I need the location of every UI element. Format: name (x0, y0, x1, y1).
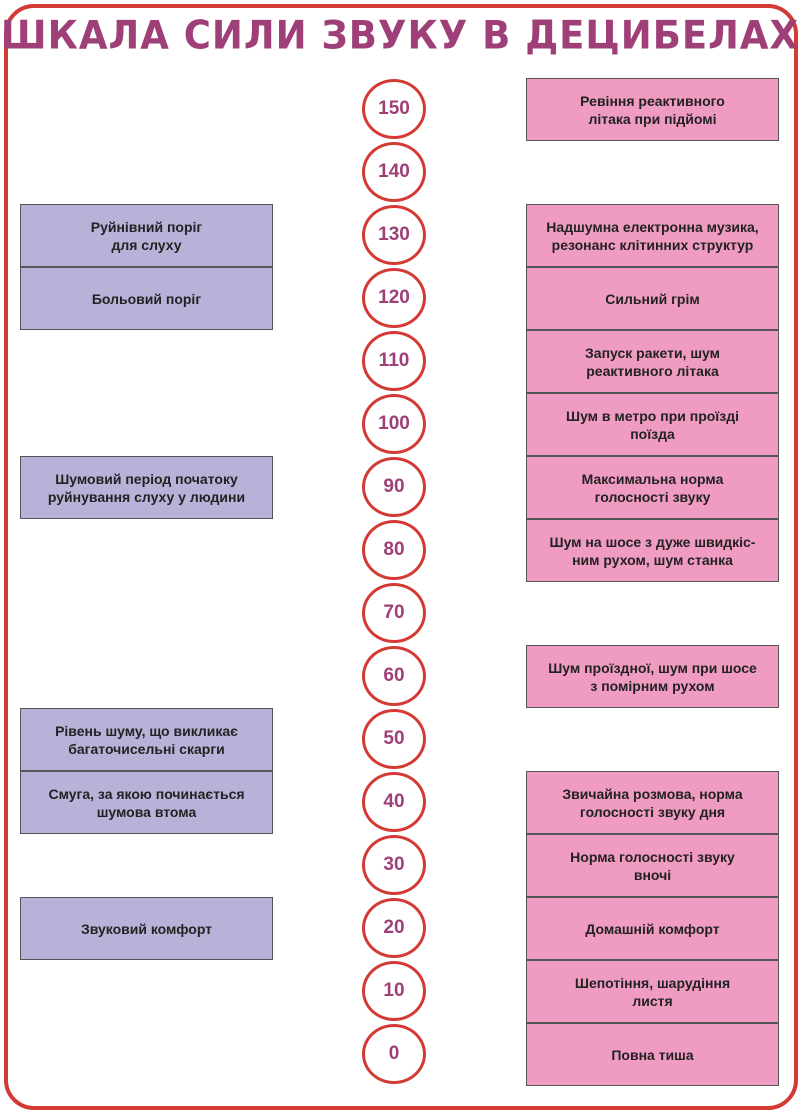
right-label-30: Норма голосності звуку вночі (526, 834, 779, 897)
left-label-90: Шумовий період початоку руйнування слуху… (20, 456, 273, 519)
level-circle-30: 30 (362, 835, 426, 895)
right-label-20: Домашній комфорт (526, 897, 779, 960)
level-circle-140: 140 (362, 142, 426, 202)
left-label-120: Больовий поріг (20, 267, 273, 330)
poster-title: ШКАЛА СИЛИ ЗВУКУ В ДЕЦИБЕЛАХ (0, 12, 800, 59)
right-label-90: Максимальна норма голосності звуку (526, 456, 779, 519)
level-circle-120: 120 (362, 268, 426, 328)
left-label-40: Смуга, за якою починається шумова втома (20, 771, 273, 834)
level-circle-0: 0 (362, 1024, 426, 1084)
right-label-60: Шум проїздної, шум при шосе з помірним р… (526, 645, 779, 708)
level-circle-110: 110 (362, 331, 426, 391)
right-label-120: Сильний грім (526, 267, 779, 330)
level-circle-90: 90 (362, 457, 426, 517)
left-label-130: Руйнівний поріг для слуху (20, 204, 273, 267)
level-circle-130: 130 (362, 205, 426, 265)
right-label-40: Звичайна розмова, норма голосності звуку… (526, 771, 779, 834)
level-circle-50: 50 (362, 709, 426, 769)
level-circle-80: 80 (362, 520, 426, 580)
right-label-100: Шум в метро при проїзді поїзда (526, 393, 779, 456)
right-label-0: Повна тиша (526, 1023, 779, 1086)
level-circle-100: 100 (362, 394, 426, 454)
left-label-20: Звуковий комфорт (20, 897, 273, 960)
level-circle-60: 60 (362, 646, 426, 706)
right-label-80: Шум на шосе з дуже швидкіс- ним рухом, ш… (526, 519, 779, 582)
right-label-110: Запуск ракети, шум реактивного літака (526, 330, 779, 393)
level-circle-40: 40 (362, 772, 426, 832)
level-circle-150: 150 (362, 79, 426, 139)
level-circle-20: 20 (362, 898, 426, 958)
poster-frame (4, 4, 798, 1110)
level-circle-10: 10 (362, 961, 426, 1021)
right-label-150: Ревіння реактивного літака при підйомі (526, 78, 779, 141)
right-label-130: Надшумна електронна музика, резонанс клі… (526, 204, 779, 267)
left-label-50: Рівень шуму, що викликає багаточисельні … (20, 708, 273, 771)
level-circle-70: 70 (362, 583, 426, 643)
right-label-10: Шепотіння, шарудіння листя (526, 960, 779, 1023)
